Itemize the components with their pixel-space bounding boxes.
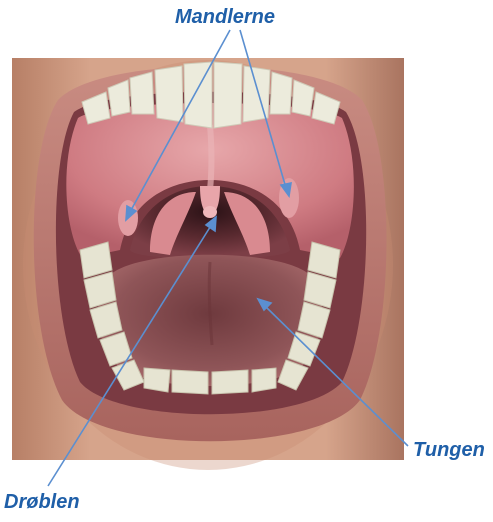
uvula-tip	[203, 206, 217, 218]
label-tonsils: Mandlerne	[175, 6, 275, 29]
label-tongue: Tungen	[413, 439, 485, 462]
palate-midline	[210, 125, 212, 190]
label-uvula: Drøblen	[4, 491, 80, 514]
